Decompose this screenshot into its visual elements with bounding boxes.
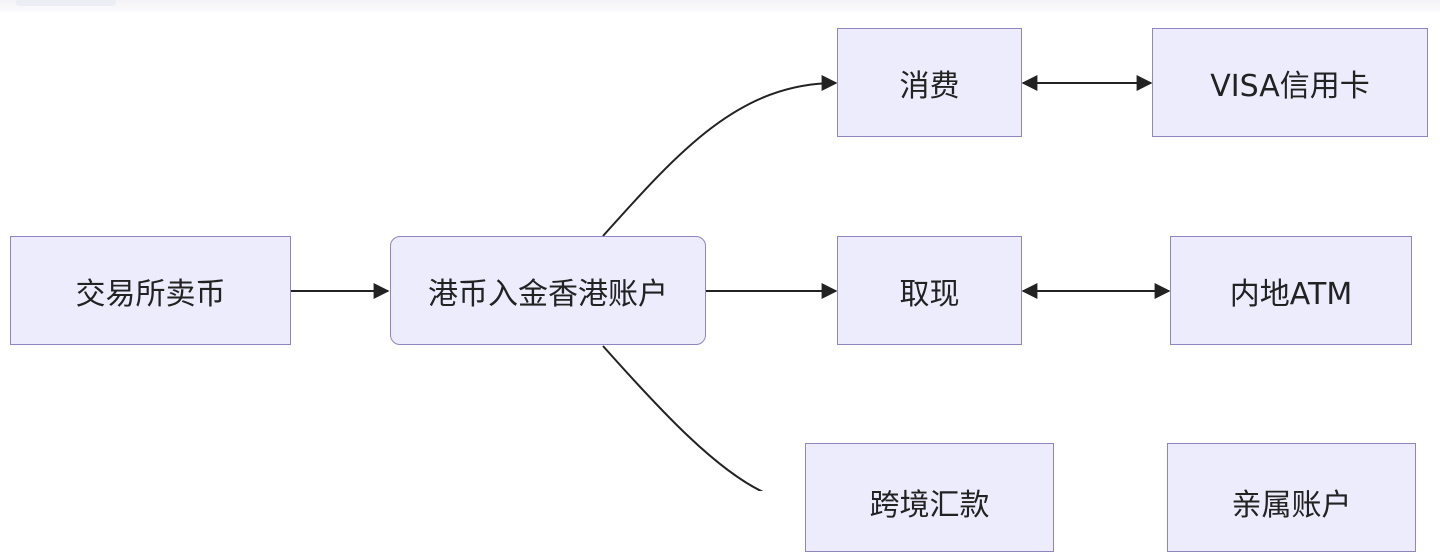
node-visa[interactable]: VISA信用卡 xyxy=(1152,28,1428,137)
node-withdraw[interactable]: 取现 xyxy=(837,236,1022,345)
node-hk-account[interactable]: 港币入金香港账户 xyxy=(390,236,706,345)
top-tab xyxy=(16,0,116,6)
node-atm-label: 内地ATM xyxy=(1229,276,1353,312)
edge-hk-account-to-spend xyxy=(602,75,838,237)
node-spend[interactable]: 消费 xyxy=(837,28,1022,137)
top-bar xyxy=(0,0,1440,12)
node-remit-label: 跨境汇款 xyxy=(869,488,990,523)
node-exchange-label: 交易所卖币 xyxy=(75,276,226,312)
node-hk-account-label: 港币入金香港账户 xyxy=(428,276,668,312)
node-atm[interactable]: 内地ATM xyxy=(1170,236,1412,345)
node-visa-label: VISA信用卡 xyxy=(1210,68,1370,104)
node-exchange[interactable]: 交易所卖币 xyxy=(10,236,291,345)
node-remit[interactable]: 跨境汇款 xyxy=(805,443,1054,552)
node-withdraw-label: 取现 xyxy=(899,276,960,312)
edge-hk-account-to-remit xyxy=(602,345,764,491)
node-relative-label: 亲属账户 xyxy=(1231,488,1352,523)
node-spend-label: 消费 xyxy=(899,68,960,104)
edges-layer xyxy=(291,75,1171,491)
node-relative[interactable]: 亲属账户 xyxy=(1167,443,1416,552)
